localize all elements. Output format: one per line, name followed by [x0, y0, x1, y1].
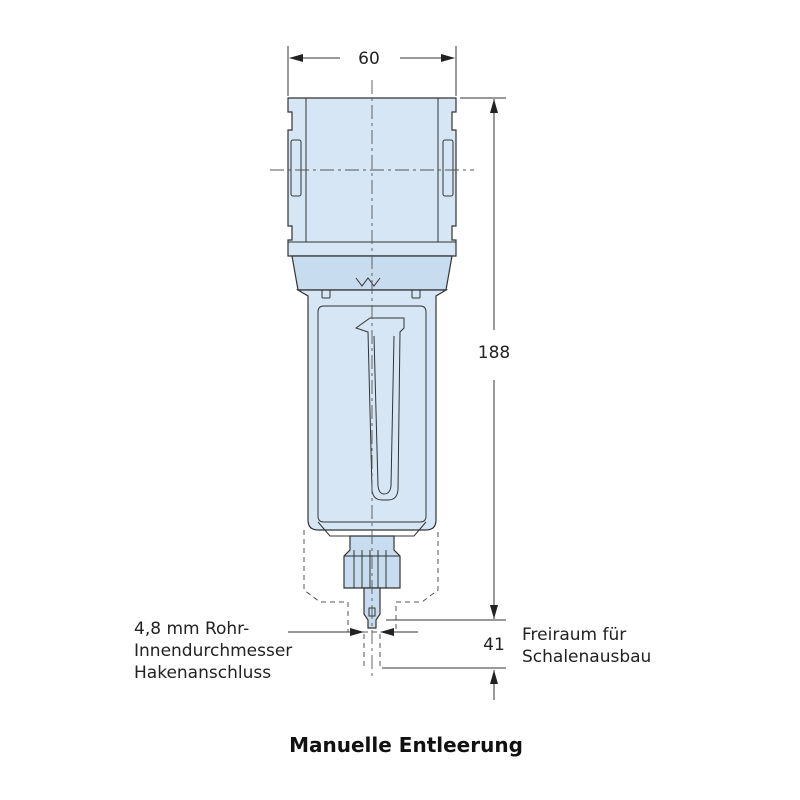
- clearance-note-line1: Freiraum für: [522, 625, 626, 645]
- clearance-label: 41: [483, 635, 505, 655]
- tube-dimension: [288, 628, 418, 636]
- caption: Manuelle Entleerung: [289, 733, 523, 757]
- tube-note-line2: Innendurchmesser: [134, 641, 292, 661]
- center-lines: [270, 80, 474, 680]
- height-dimension: 188: [386, 97, 510, 621]
- width-label: 60: [358, 49, 380, 69]
- tube-note-line1: 4,8 mm Rohr-: [134, 619, 249, 639]
- clearance-dimension: 41: [382, 635, 506, 700]
- height-label: 188: [478, 343, 510, 363]
- tube-note-line3: Hakenanschluss: [134, 663, 271, 683]
- clearance-note-line2: Schalenausbau: [522, 647, 651, 667]
- width-dimension: 60: [287, 46, 457, 96]
